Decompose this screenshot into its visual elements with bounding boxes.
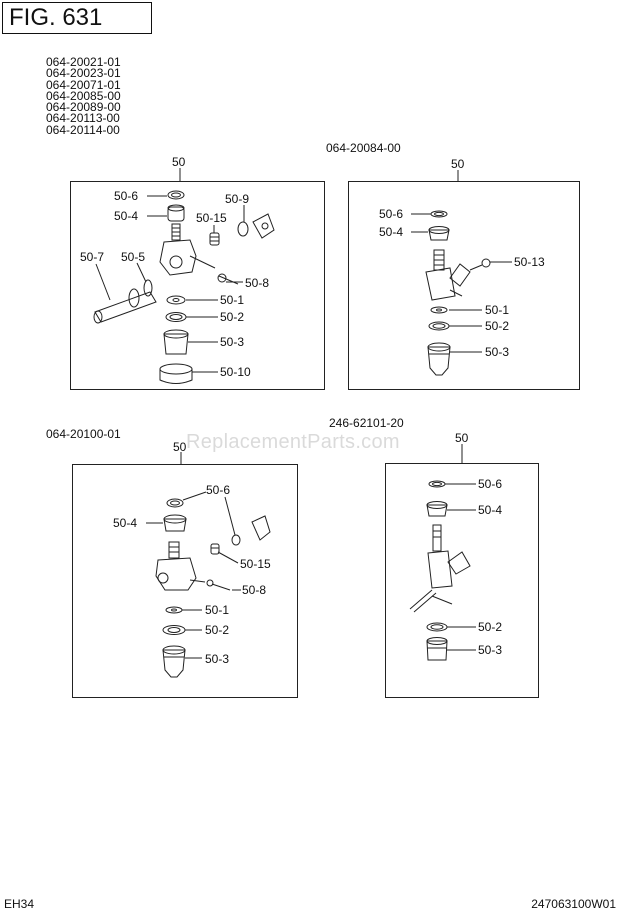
callout-label: 50-5	[121, 250, 146, 264]
callout-label: 50-15	[240, 557, 271, 571]
callout-label: 50-1	[205, 603, 230, 617]
callout-label: 50-6	[478, 477, 503, 491]
panel-3-parts	[155, 498, 271, 678]
panel-4-leaders	[445, 483, 476, 651]
panel-3-ref: 50	[173, 440, 187, 454]
callout-label: 50-2	[485, 319, 510, 333]
panel-4-frame	[385, 463, 539, 698]
model-number: 064-20021-01	[46, 55, 121, 69]
panel-1-parts	[93, 190, 275, 384]
callout-label: 50-1	[220, 293, 245, 307]
callout-label: 50-7	[80, 250, 105, 264]
panel-1-leaders	[95, 195, 245, 373]
panel-4-model: 246-62101-20	[329, 416, 404, 430]
callout-label: 50-8	[242, 583, 267, 597]
model-number: 064-20113-00	[46, 111, 120, 126]
callout-label: 50-8	[245, 276, 270, 290]
model-number: 064-20023-01	[46, 66, 121, 81]
model-number: 064-20089-00	[46, 100, 121, 115]
footer-left-code: EH34	[4, 897, 35, 911]
model-number: 064-20114-00	[46, 122, 120, 137]
panel-2-parts	[425, 210, 491, 376]
callout-label: 50-10	[220, 365, 251, 379]
panel-1-ref: 50	[172, 155, 186, 169]
callout-label: 50-3	[220, 335, 245, 349]
callout-label: 50-3	[485, 345, 510, 359]
callout-label: 50-4	[114, 209, 139, 223]
callout-label: 50-15	[196, 211, 227, 225]
callout-label: 50-2	[478, 620, 503, 634]
figure-label: FIG. 631	[2, 2, 152, 34]
panel-2-leaders	[411, 213, 512, 353]
footer-right-code: 247063100W01	[531, 897, 616, 911]
panel-3-model: 064-20100-01	[46, 427, 121, 441]
callout-label: 50-4	[379, 225, 404, 239]
callout-label: 50-3	[478, 643, 503, 657]
panel-2-ref: 50	[451, 157, 465, 171]
callout-label: 50-6	[206, 483, 231, 497]
callout-label: 50-4	[113, 516, 138, 530]
panel-4-ref: 50	[455, 431, 469, 445]
callout-label: 50-3	[205, 652, 230, 666]
model-number: 064-20085-00	[46, 88, 121, 103]
panel-3-frame	[72, 464, 298, 698]
panel-2-frame	[348, 181, 580, 390]
callout-label: 50-4	[478, 503, 503, 517]
panel-4-parts	[409, 480, 471, 661]
callout-label: 50-9	[225, 192, 250, 206]
panel-3-leaders	[146, 491, 241, 659]
panel-1-frame	[70, 181, 325, 390]
callout-label: 50-1	[485, 303, 510, 317]
model-list: 064-20021-01 064-20023-01 064-20071-01 0…	[46, 55, 121, 137]
callout-label: 50-2	[220, 310, 245, 324]
callout-label: 50-6	[114, 189, 139, 203]
model-number: 064-20071-01	[46, 77, 121, 92]
callout-label: 50-13	[514, 255, 545, 269]
watermark: ReplacementParts.com	[186, 431, 400, 453]
panel-2-model: 064-20084-00	[326, 141, 401, 155]
callout-label: 50-6	[379, 207, 404, 221]
callout-label: 50-2	[205, 623, 230, 637]
